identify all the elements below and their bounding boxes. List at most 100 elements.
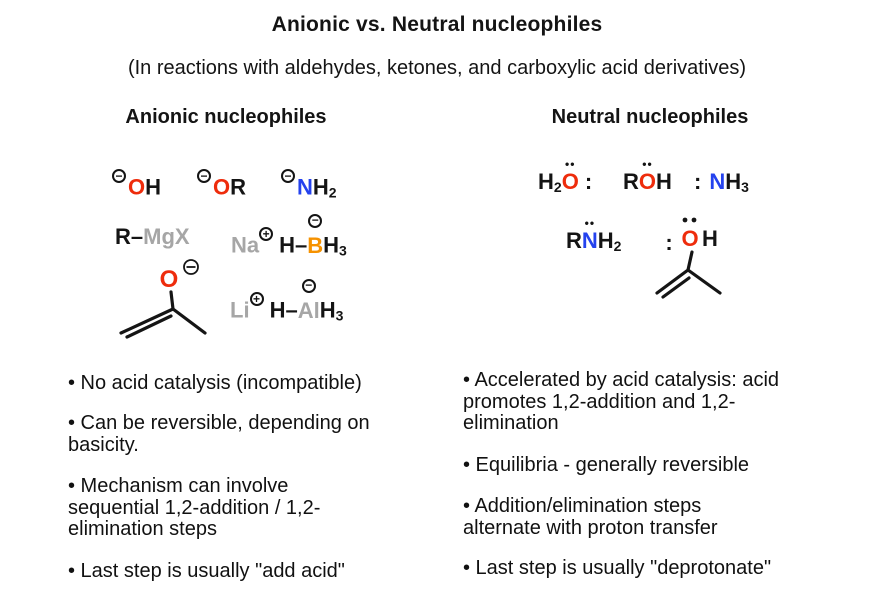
bullet-point: • Accelerated by acid catalysis: acid pr… xyxy=(463,369,780,435)
hydrogen-atom: H xyxy=(725,169,742,194)
minus-charge-icon: − xyxy=(112,169,126,183)
minus-charge-icon: − xyxy=(301,278,316,293)
colon-lone-pair: : xyxy=(665,230,672,255)
oxygen-atom: O xyxy=(213,174,231,200)
minus-charge-icon: − xyxy=(197,169,211,183)
bullet-point: • Addition/elimination steps alternate w… xyxy=(463,495,718,539)
oxygen-atom: O xyxy=(638,169,657,194)
neutral-column-header: Neutral nucleophiles xyxy=(551,106,749,128)
colon-lone-pair: : xyxy=(584,169,593,194)
alcohol-molecule: R••OH xyxy=(623,158,672,195)
subscript: 3 xyxy=(741,179,749,195)
hydroxide-anion: −OH xyxy=(112,169,161,201)
nitrogen-atom: N xyxy=(581,228,598,253)
note-line: elimination xyxy=(463,412,559,434)
subscript: 3 xyxy=(335,307,344,324)
hydrogen-atom: H xyxy=(145,174,162,200)
hydrogen-atom: H xyxy=(269,297,286,323)
minus-charge-icon xyxy=(183,259,199,275)
subscript: 2 xyxy=(328,184,337,201)
r-group: R xyxy=(115,224,131,249)
enolate-structure: O xyxy=(119,259,207,339)
oxygen-atom: O xyxy=(561,169,579,194)
plus-charge-icon: + xyxy=(249,292,264,306)
nitrogen-atom-wrap: ••N xyxy=(581,217,598,254)
minus-charge-icon: − xyxy=(281,169,295,183)
lithium-aluminum-hydride: Li+H–−AlH3 xyxy=(230,278,344,324)
c-o-bond xyxy=(686,250,694,272)
r-group: R xyxy=(566,228,582,253)
subscript: 2 xyxy=(553,179,562,195)
bond-dash: – xyxy=(130,224,144,249)
nitrogen-atom: N xyxy=(709,169,726,194)
oxygen-atom: O xyxy=(128,174,146,200)
lone-pair-icon: •• xyxy=(642,157,653,171)
hydrogen-atom: H xyxy=(702,226,718,251)
c-c-double-bond-inner xyxy=(125,314,173,339)
minus-charge-icon: − xyxy=(308,213,323,228)
lithium-atom: Li xyxy=(230,297,250,323)
bullet-point: • Equilibria - generally reversible xyxy=(463,454,750,477)
oxygen-atom-wrap: ••O xyxy=(638,158,657,195)
bullet-point: • Last step is usually "deprotonate" xyxy=(463,557,772,580)
hydrogen-atom: H xyxy=(597,228,614,253)
note-line: elimination steps xyxy=(68,518,217,540)
hydrogen-atom: H xyxy=(656,169,672,194)
page-subtitle: (In reactions with aldehydes, ketones, a… xyxy=(127,57,747,79)
bond-dash: – xyxy=(285,297,298,323)
c-c-single-bond xyxy=(171,307,207,335)
r-group: R xyxy=(230,174,247,200)
boron-atom-wrap: −B xyxy=(307,213,324,259)
note-line: promotes 1,2-addition and 1,2- xyxy=(463,390,736,413)
note-line: basicity. xyxy=(68,433,139,456)
oxygen-atom: O xyxy=(160,266,179,293)
alkoxide-anion: −OR xyxy=(197,169,246,201)
hydrogen-atom: H xyxy=(312,174,329,200)
note-line: • Mechanism can involve xyxy=(68,475,289,497)
lone-pair-icon: •• xyxy=(584,216,596,230)
colon-lone-pair: : xyxy=(694,169,702,194)
c-c-single-bond xyxy=(686,268,722,295)
nitrogen-atom: N xyxy=(297,174,313,200)
note-line: • Equilibria - generally reversible xyxy=(463,454,750,476)
bullet-point: • No acid catalysis (incompatible) xyxy=(68,372,362,395)
hydrogen-atom: H xyxy=(319,297,336,323)
magnesium-halide: MgX xyxy=(143,224,190,249)
note-line: • Addition/elimination steps xyxy=(463,495,702,517)
page-title: Anionic vs. Neutral nucleophiles xyxy=(271,13,603,36)
sodium-borohydride: Na+H–−BH3 xyxy=(231,213,347,259)
bond-dash: – xyxy=(295,232,308,258)
lone-pair-icon xyxy=(682,217,697,223)
hydrogen-atom: H xyxy=(538,169,554,194)
note-line: • Last step is usually "deprotonate" xyxy=(463,557,772,579)
hydrogen-atom: H xyxy=(279,232,296,258)
anionic-column-header: Anionic nucleophiles xyxy=(125,106,327,128)
subscript: 2 xyxy=(613,238,622,254)
grignard-reagent: R–MgX xyxy=(115,224,190,250)
bullet-point: • Mechanism can involve sequential 1,2-a… xyxy=(68,475,321,541)
lone-pair-icon: •• xyxy=(565,157,576,171)
amide-anion: −NH2 xyxy=(281,169,337,201)
bullet-point: • Last step is usually "add acid" xyxy=(68,560,345,583)
amine-molecule: R••NH2 xyxy=(566,217,622,254)
c-c-double-bond xyxy=(119,307,175,335)
oxygen-atom-wrap: ••O xyxy=(561,158,579,195)
ammonia-molecule: : NH3 xyxy=(694,169,749,195)
note-line: alternate with proton transfer xyxy=(463,516,718,539)
r-group: R xyxy=(623,169,639,194)
plus-charge-icon: + xyxy=(259,227,274,241)
note-line: • No acid catalysis (incompatible) xyxy=(68,372,362,394)
oxygen-atom: O xyxy=(681,226,698,251)
bullet-point: • Can be reversible, depending on basici… xyxy=(68,412,370,456)
note-line: • Accelerated by acid catalysis: acid xyxy=(463,369,780,391)
note-line: • Last step is usually "add acid" xyxy=(68,560,345,582)
subscript: 3 xyxy=(339,242,347,259)
note-line: sequential 1,2-addition / 1,2- xyxy=(68,496,321,519)
hydrogen-atom: H xyxy=(323,232,340,258)
boron-atom: B xyxy=(307,232,324,258)
c-c-double-bond-inner xyxy=(661,276,691,299)
note-line: • Can be reversible, depending on xyxy=(68,412,370,434)
aluminum-atom: Al xyxy=(297,297,320,323)
water-molecule: H2••O: xyxy=(538,158,593,195)
aluminum-atom-wrap: − Al xyxy=(297,278,320,324)
